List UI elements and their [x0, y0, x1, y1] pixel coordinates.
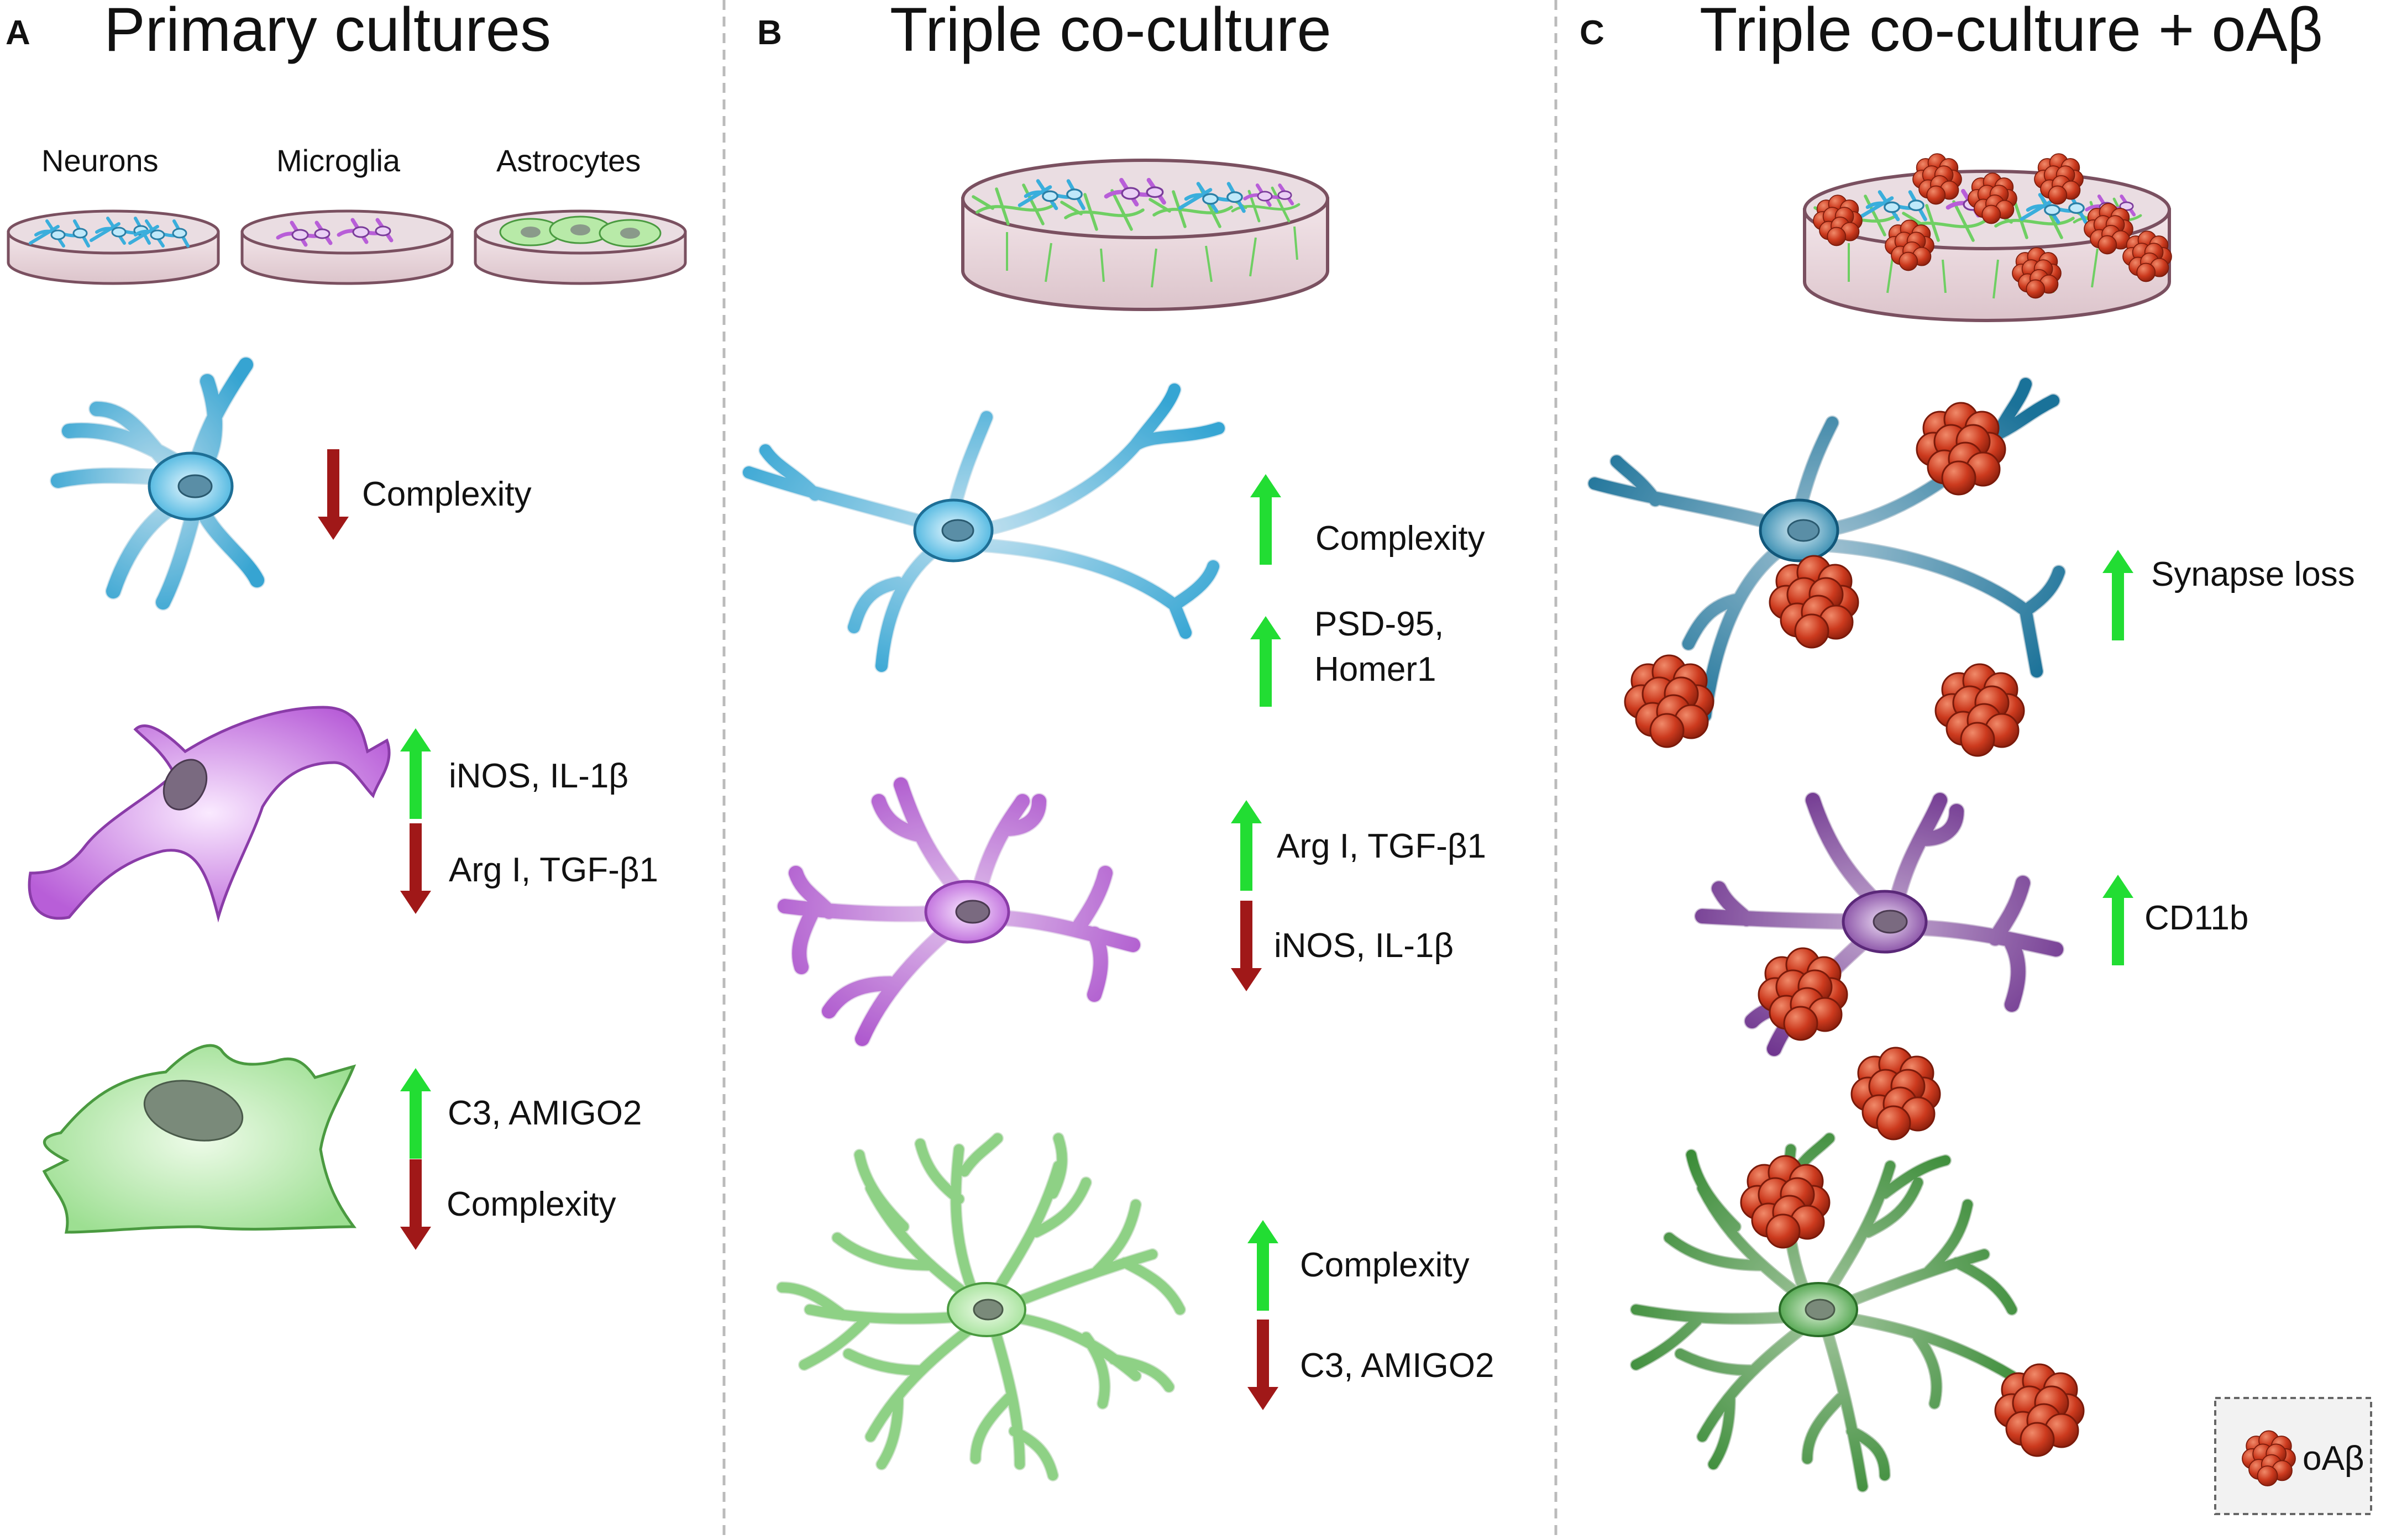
effect-b-7: C3, AMIGO2: [1300, 1347, 1494, 1385]
arrow-up-a2: [400, 728, 431, 819]
effect-a-1: Complexity: [362, 475, 532, 513]
dish-label-microglia: Microglia: [276, 143, 401, 178]
arrow-down-b7: [1247, 1320, 1278, 1410]
oligomer-c8: [1994, 1363, 2085, 1457]
neuron-cell-coculture: [742, 382, 1226, 673]
arrow-down-b5: [1231, 901, 1262, 991]
legend-box: oAβ: [2214, 1397, 2372, 1515]
effect-b-4: Arg I, TGF-β1: [1277, 827, 1486, 865]
panel-c: C Triple co-culture + oAβ: [1580, 0, 2372, 1515]
microglia-cell-primary: [28, 706, 391, 923]
effect-a-3: Arg I, TGF-β1: [449, 851, 658, 889]
arrow-down-a3: [400, 823, 431, 914]
arrow-up-b1: [1250, 474, 1281, 565]
oligomer-c5: [1758, 947, 1848, 1041]
microglia-cell-coculture: [777, 776, 1141, 1047]
effect-b-5: iNOS, IL-1β: [1274, 927, 1454, 965]
neuron-dish: [7, 209, 220, 285]
panel-a-letter: A: [6, 14, 30, 52]
panel-c-letter: C: [1580, 14, 1604, 52]
panel-b: B Triple co-culture Complexity PSD-95, H…: [742, 0, 1494, 1481]
dish-label-astrocytes: Astrocytes: [496, 143, 641, 178]
neuron-cell-primary: [50, 356, 265, 611]
panel-b-letter: B: [757, 14, 782, 52]
effect-b-6: Complexity: [1300, 1246, 1470, 1284]
astrocyte-dish: [474, 209, 687, 285]
effect-c-1: Synapse loss: [2151, 555, 2355, 593]
arrow-down-a5: [400, 1159, 431, 1250]
effect-b-1: Complexity: [1315, 519, 1485, 558]
triple-coculture-abeta-dish: [1803, 153, 2172, 322]
arrow-up-a4: [400, 1068, 431, 1159]
astrocyte-cell-coculture: [776, 1132, 1186, 1481]
oligomer-c6: [1850, 1047, 1941, 1140]
panel-a-title: Primary cultures: [104, 0, 551, 64]
effect-b-2: PSD-95,: [1314, 605, 1444, 643]
microglia-dish: [240, 209, 454, 285]
arrow-up-b6: [1247, 1220, 1278, 1311]
arrow-up-c2: [2102, 875, 2133, 965]
oligomer-c2: [1769, 555, 1859, 649]
panel-c-title: Triple co-culture + oAβ: [1700, 0, 2323, 64]
dish-label-neurons: Neurons: [41, 143, 159, 178]
astrocyte-cell-abeta: [1630, 1132, 2018, 1492]
oligomer-c3: [1624, 654, 1714, 748]
arrow-up-c1: [2102, 550, 2133, 640]
effect-c-2: CD11b: [2144, 899, 2248, 937]
effect-a-2: iNOS, IL-1β: [449, 757, 628, 795]
microglia-cell-abeta: [1694, 792, 2064, 1057]
triple-coculture-dish: [961, 159, 1329, 311]
astrocyte-cell-primary: [42, 1044, 356, 1234]
panel-a: A Primary cultures Neurons Microglia Ast…: [6, 0, 687, 1250]
legend-label: oAβ: [2303, 1439, 2364, 1478]
panel-b-title: Triple co-culture: [890, 0, 1331, 64]
arrow-up-b2: [1250, 616, 1281, 707]
arrow-down-a1: [318, 449, 349, 540]
oligomer-c4: [1934, 663, 2025, 757]
effect-a-4: C3, AMIGO2: [448, 1094, 642, 1132]
arrow-up-b4: [1231, 800, 1262, 891]
oligomer-c7: [1740, 1155, 1831, 1249]
effect-a-5: Complexity: [447, 1185, 616, 1223]
effect-b-3: Homer1: [1314, 650, 1436, 688]
